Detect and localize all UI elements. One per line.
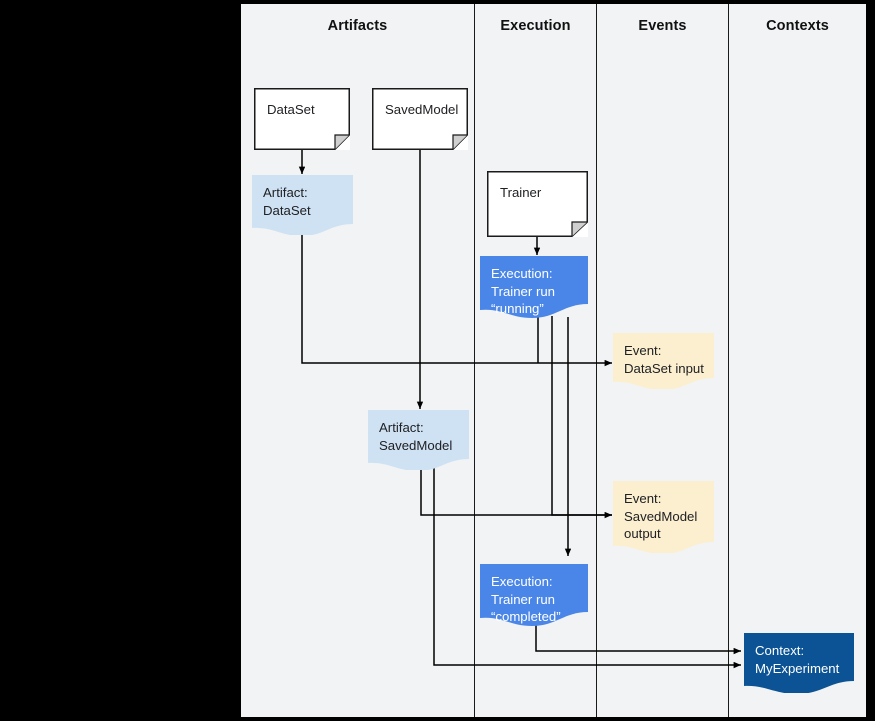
edge-exec-running-to-event-output (551, 316, 612, 519)
lane-title-artifacts: Artifacts (327, 18, 388, 34)
node-doc-dataset[interactable]: DataSet (254, 88, 350, 150)
document-shape (487, 171, 588, 237)
node-label: Context: MyExperiment (755, 643, 840, 676)
node-exec-running[interactable]: Execution: Trainer run “running” (480, 256, 588, 318)
node-label: Execution: Trainer run “running” (491, 266, 556, 316)
wave-shape (252, 175, 353, 235)
node-label: Execution: Trainer run “completed” (491, 574, 561, 624)
document-shape (372, 88, 468, 150)
lane-title-events: Events (638, 18, 687, 34)
node-label: Artifact: SavedModel (379, 420, 453, 453)
node-label: Event: SavedModel output (624, 491, 698, 541)
edge-artifact-savedmodel-to-event-output (420, 465, 612, 516)
node-artifact-savedmodel[interactable]: Artifact: SavedModel (368, 410, 469, 470)
lane-title-contexts: Contexts (766, 18, 829, 34)
node-artifact-dataset[interactable]: Artifact: DataSet (252, 175, 353, 235)
lane-contexts: Contexts (729, 4, 866, 717)
node-doc-savedmodel[interactable]: SavedModel (372, 88, 468, 150)
node-event-savedmodel-output[interactable]: Event: SavedModel output (613, 481, 714, 553)
node-label: SavedModel (385, 102, 459, 117)
wave-shape (613, 333, 714, 389)
edge-exec-completed-to-context (535, 624, 741, 655)
wave-shape (744, 633, 854, 693)
wave-shape (480, 256, 588, 318)
node-context-myexperiment[interactable]: Context: MyExperiment (744, 633, 854, 693)
connector-layer (298, 149, 741, 669)
lane-title-execution: Execution (500, 18, 571, 34)
lane-events: Events (597, 4, 729, 717)
node-label: DataSet (267, 102, 315, 117)
edge-artifact-dataset-to-event-input (301, 233, 612, 367)
node-doc-trainer[interactable]: Trainer (487, 171, 588, 237)
document-shape (254, 88, 350, 150)
lane-execution: Execution (475, 4, 597, 717)
node-label: Event: DataSet input (624, 343, 704, 376)
wave-shape (613, 481, 714, 553)
node-label: Artifact: DataSet (263, 185, 311, 218)
node-event-dataset-input[interactable]: Event: DataSet input (613, 333, 714, 389)
lane-artifacts: Artifacts (241, 4, 475, 717)
node-exec-completed[interactable]: Execution: Trainer run “completed” (480, 564, 588, 626)
node-label: Trainer (500, 185, 542, 200)
edge-artifact-savedmodel-to-context (433, 465, 741, 669)
wave-shape (368, 410, 469, 470)
wave-shape (480, 564, 588, 626)
lineage-diagram: Artifacts Execution Events Contexts (241, 4, 866, 717)
